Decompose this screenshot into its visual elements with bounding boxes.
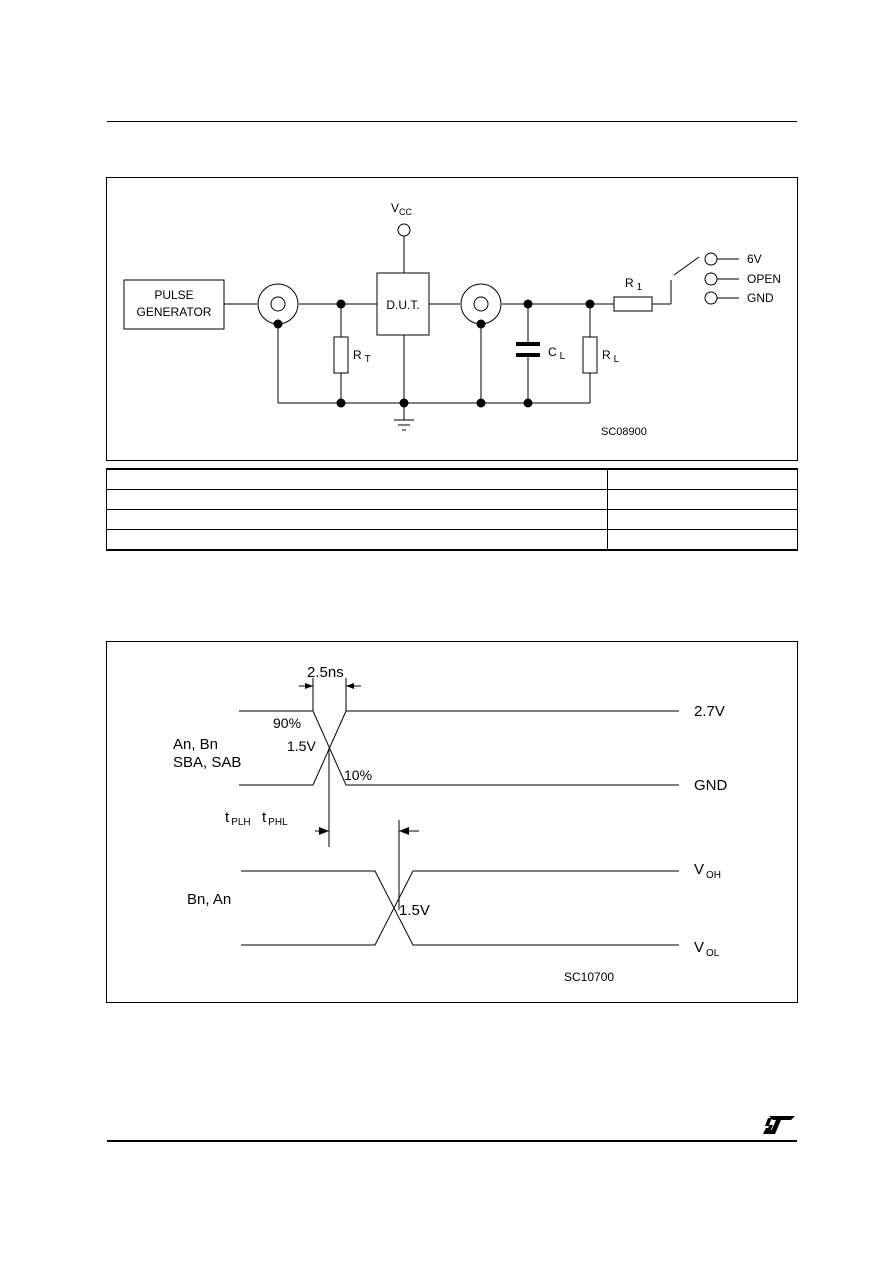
junction-dot xyxy=(585,299,595,309)
junction-dot xyxy=(273,319,283,329)
input-signal-label: An, Bn xyxy=(173,736,218,753)
input-coax-connector xyxy=(257,283,299,325)
junction-dot xyxy=(399,398,409,408)
table-cell xyxy=(607,529,798,551)
test-conditions-table xyxy=(106,468,798,551)
table-cell xyxy=(607,509,798,530)
output-signal-label: Bn, An xyxy=(187,891,231,908)
junction-dot xyxy=(476,319,486,329)
figure-code: SC08900 xyxy=(601,426,647,438)
switch-arm xyxy=(673,256,700,276)
vcc-terminal xyxy=(397,223,411,237)
switch-open-label: OPEN xyxy=(747,272,781,286)
output-mid-level-label: 1.5V xyxy=(399,902,430,919)
rt-resistor xyxy=(333,336,349,374)
junction-dot xyxy=(523,299,533,309)
input-signal-label: SBA, SAB xyxy=(173,754,241,771)
output-rising-waveform xyxy=(241,870,679,946)
junction-dot xyxy=(336,299,346,309)
junction-dot xyxy=(336,398,346,408)
table-row xyxy=(106,509,798,530)
input-low-level-label: GND xyxy=(694,777,728,794)
junction-dot xyxy=(523,398,533,408)
output-falling-waveform xyxy=(241,870,679,946)
arrow-head xyxy=(305,683,313,689)
waveform-figure: 2.5ns 90% 1.5V 10% An, Bn SBA, SAB 2.7V … xyxy=(106,641,798,1003)
arrow-head xyxy=(399,827,409,835)
switch-open-terminal xyxy=(704,272,718,286)
input-high-level-label: 2.7V xyxy=(694,703,725,720)
switch-6v-label: 6V xyxy=(747,252,762,266)
pulse-generator-label: PULSE xyxy=(154,288,193,302)
st-logo xyxy=(763,1116,795,1134)
table-row xyxy=(106,468,798,490)
r1-resistor xyxy=(613,296,653,312)
table-row xyxy=(106,529,798,551)
pulse-generator-label: GENERATOR xyxy=(137,305,212,319)
switch-gnd-terminal xyxy=(704,291,718,305)
rise-time-label: 2.5ns xyxy=(307,664,344,681)
dut-label: D.U.T. xyxy=(386,298,419,312)
pct-10-label: 10% xyxy=(344,767,372,783)
arrow-head xyxy=(319,827,329,835)
switch-gnd-label: GND xyxy=(747,291,774,305)
vcc-label: VCC xyxy=(391,201,413,217)
table-cell xyxy=(607,489,798,510)
propagation-delay-waveforms: 2.5ns 90% 1.5V 10% An, Bn SBA, SAB 2.7V … xyxy=(173,664,728,984)
table-cell xyxy=(106,509,608,530)
header-rule xyxy=(107,121,797,122)
pct-90-label: 90% xyxy=(273,715,301,731)
rl-resistor xyxy=(582,336,598,374)
table-cell xyxy=(607,468,798,490)
table-row xyxy=(106,489,798,510)
switch-6v-terminal xyxy=(704,252,718,266)
table-cell xyxy=(106,529,608,551)
table-cell xyxy=(106,489,608,510)
junction-dot xyxy=(476,398,486,408)
output-coax-connector xyxy=(460,283,502,325)
arrow-head xyxy=(346,683,354,689)
input-mid-level-label: 1.5V xyxy=(287,738,316,754)
figure-code: SC10700 xyxy=(564,970,614,984)
table-cell xyxy=(106,468,608,490)
cl-capacitor xyxy=(516,342,540,357)
footer-rule xyxy=(107,1140,797,1142)
